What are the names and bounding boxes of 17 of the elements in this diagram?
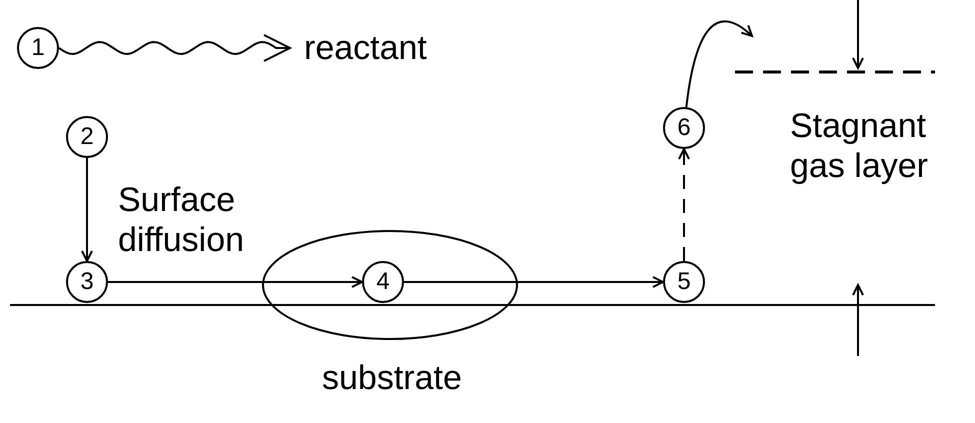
ellipse-outline	[262, 230, 518, 340]
arrow	[81, 158, 93, 262]
step-number: 4	[362, 261, 404, 303]
arrow	[678, 148, 690, 261]
reactant-label: reactant	[290, 24, 440, 72]
text-label: Stagnant gas layer	[790, 106, 929, 186]
text-label: substrate	[322, 358, 462, 398]
step-number: 5	[663, 261, 705, 303]
edge-label: Surface diffusion	[118, 180, 246, 260]
step-number: 6	[663, 107, 705, 149]
arrow	[404, 276, 664, 288]
step-number: 1	[17, 27, 59, 69]
curved-arrow	[685, 20, 753, 108]
arrow	[108, 276, 363, 288]
wavy-arrow	[58, 34, 291, 62]
step-number: 3	[66, 261, 108, 303]
step-number: 2	[66, 116, 108, 158]
